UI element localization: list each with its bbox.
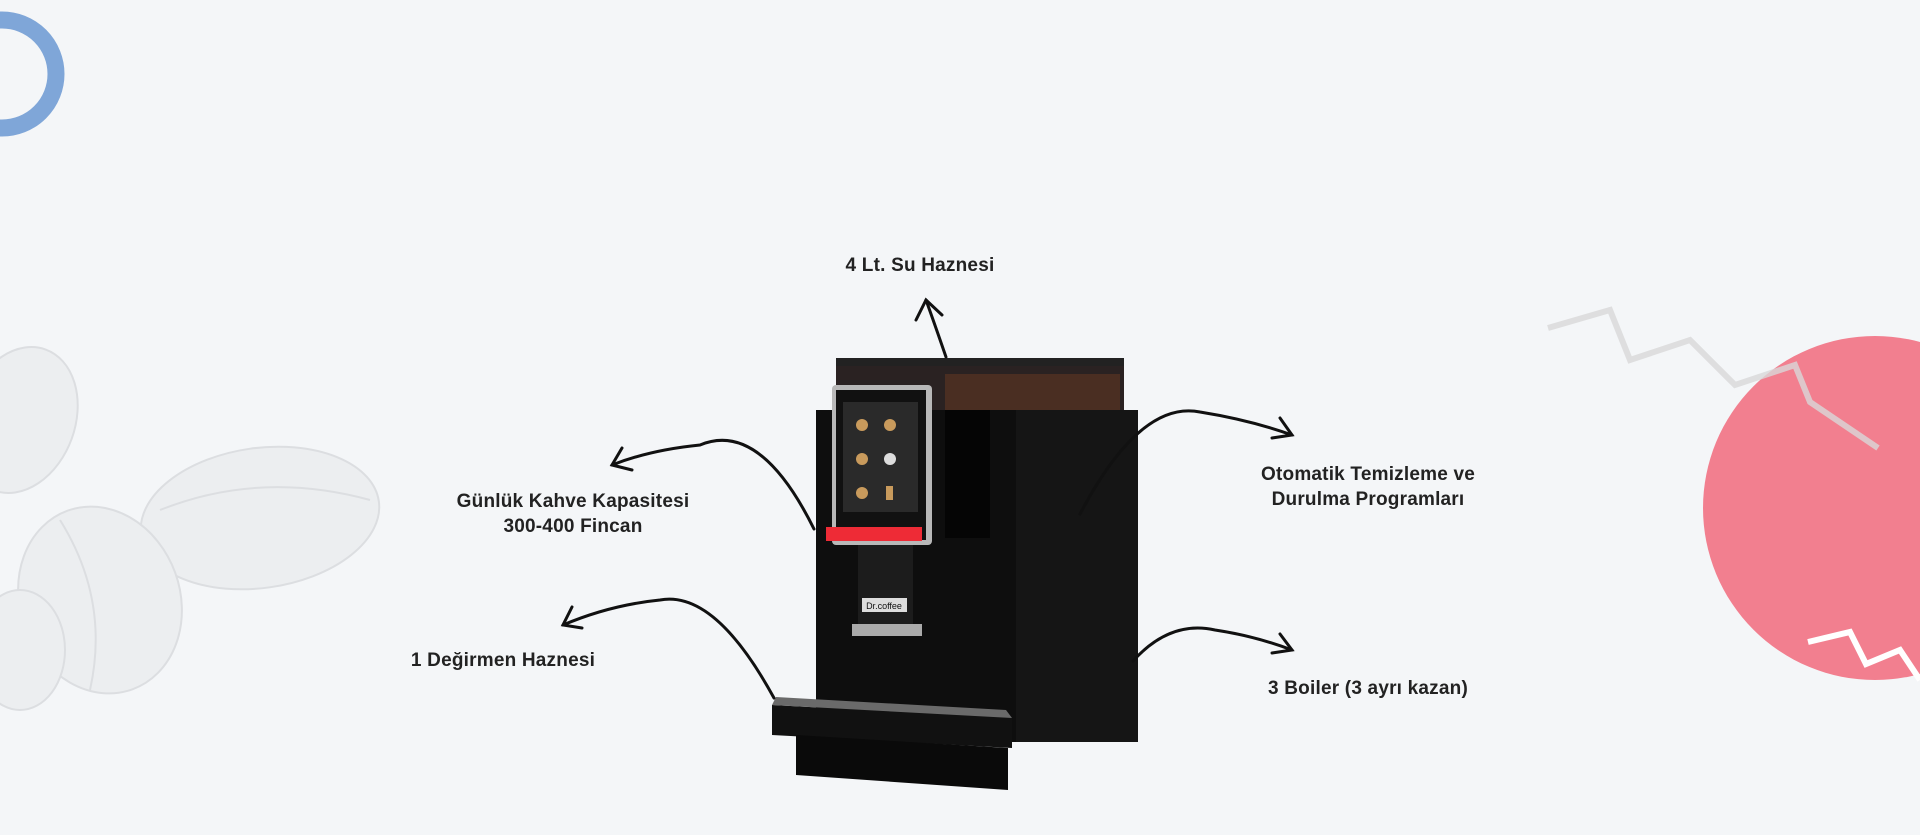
arrow-water-tank — [914, 297, 948, 359]
arrow-grinder — [560, 597, 776, 700]
arrow-cleaning — [1078, 409, 1295, 516]
feature-water-tank: 4 Lt. Su Haznesi — [845, 255, 995, 276]
feature-capacity-line1: Günlük Kahve Kapasitesi — [456, 491, 690, 512]
zigzag-white-decoration — [1807, 628, 1920, 682]
feature-boiler: 3 Boiler (3 ayrı kazan) — [1268, 678, 1468, 699]
coffee-beans-sketch — [0, 346, 381, 711]
zigzag-decoration — [1547, 306, 1880, 451]
feature-capacity-line2: 300-400 Fincan — [503, 516, 643, 537]
pink-circle-decoration — [1703, 336, 1920, 680]
feature-grinder: 1 Değirmen Haznesi — [410, 650, 596, 671]
feature-capacity: Günlük Kahve Kapasitesi 300-400 Fincan — [457, 489, 690, 539]
brand-plate — [862, 598, 907, 612]
brand-label: Dr.coffee — [866, 601, 902, 611]
arrow-capacity — [609, 438, 816, 531]
arrow-boiler — [1131, 626, 1295, 663]
feature-cleaning-line2: Durulma Programları — [1271, 489, 1465, 510]
feature-cleaning: Otomatik Temizleme ve Durulma Programlar… — [1261, 462, 1475, 512]
feature-cleaning-line1: Otomatik Temizleme ve — [1261, 464, 1475, 485]
blue-ring-decoration — [0, 11, 65, 137]
